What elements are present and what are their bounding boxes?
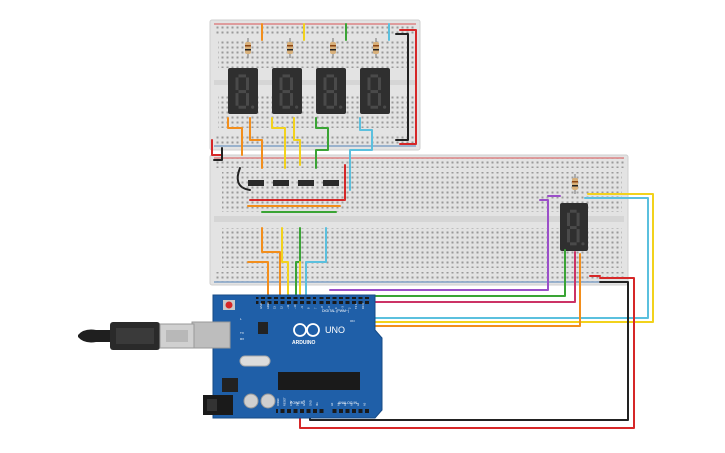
pin-label: A2 bbox=[343, 402, 347, 406]
seven-segment-display-5[interactable] bbox=[560, 203, 588, 251]
segment bbox=[290, 77, 293, 91]
segment bbox=[576, 212, 580, 227]
segment bbox=[370, 105, 378, 109]
led-tx-label: TX bbox=[240, 331, 244, 335]
pin-label: IOREF bbox=[276, 398, 280, 406]
pin-label: A5 bbox=[363, 402, 367, 406]
segment bbox=[570, 242, 577, 246]
seven-segment-display-3[interactable] bbox=[316, 68, 346, 114]
arduino-brand: ARDUINO bbox=[292, 340, 315, 346]
segment bbox=[238, 90, 246, 94]
segment bbox=[282, 90, 290, 94]
pin-label: A0 bbox=[330, 402, 334, 406]
segment bbox=[246, 77, 249, 91]
decimal-point bbox=[383, 105, 387, 109]
segment bbox=[334, 77, 337, 91]
pin-label: A4 bbox=[356, 402, 360, 406]
segment bbox=[567, 212, 570, 227]
pin-label: GND bbox=[302, 400, 306, 406]
segment bbox=[326, 105, 334, 109]
segment bbox=[370, 90, 378, 94]
segment bbox=[326, 74, 334, 78]
segment bbox=[367, 77, 371, 91]
segment bbox=[238, 105, 246, 109]
pin-label: Vin bbox=[315, 402, 319, 406]
power-header-label: POWER bbox=[290, 401, 304, 405]
pin-label: 7 bbox=[313, 307, 317, 309]
pin-label: RESET bbox=[283, 397, 287, 406]
segment bbox=[246, 93, 249, 106]
resistor-1[interactable] bbox=[245, 38, 251, 58]
pin-label: A3 bbox=[350, 402, 354, 406]
decimal-point bbox=[339, 105, 343, 109]
segment bbox=[576, 229, 580, 243]
segment bbox=[378, 93, 381, 106]
segment bbox=[238, 74, 246, 78]
pin-label: ~3 bbox=[341, 305, 345, 309]
arduino-logo-icon bbox=[293, 323, 320, 337]
pin-label: 3.3V bbox=[289, 400, 293, 406]
pin-label: AREF bbox=[266, 302, 270, 309]
transistor-row bbox=[248, 180, 339, 186]
seven-segment-display-2[interactable] bbox=[272, 68, 302, 114]
pin-label: RX 0 bbox=[361, 303, 365, 309]
pin-label: ~5 bbox=[327, 305, 331, 309]
pin-label: 2 bbox=[347, 307, 351, 309]
decimal-point bbox=[581, 242, 585, 246]
pin-label: ~11 bbox=[286, 304, 290, 309]
segment bbox=[235, 93, 239, 106]
resistor-2[interactable] bbox=[287, 38, 293, 58]
pin-label: ~10 bbox=[293, 304, 297, 309]
segment bbox=[370, 74, 378, 78]
pin-label: 12 bbox=[279, 306, 283, 309]
resistor-4[interactable] bbox=[373, 38, 379, 58]
resistor-5[interactable] bbox=[572, 174, 578, 194]
segment bbox=[570, 209, 577, 213]
segment bbox=[282, 105, 290, 109]
pin-label: GND bbox=[259, 303, 263, 309]
led-on-label: ON bbox=[350, 319, 355, 323]
pin-label: 8 bbox=[307, 307, 311, 309]
segment bbox=[290, 93, 293, 106]
segment bbox=[334, 93, 337, 106]
pin-label: GND bbox=[309, 400, 313, 406]
breadboard-main bbox=[209, 154, 629, 286]
pin-label: A1 bbox=[337, 402, 341, 406]
segment bbox=[323, 93, 327, 106]
pin-label: ~9 bbox=[300, 305, 304, 309]
segment bbox=[378, 77, 381, 91]
segment bbox=[326, 90, 334, 94]
segment bbox=[570, 226, 577, 230]
pin-label: ~6 bbox=[320, 305, 324, 309]
pin-label: 5V bbox=[296, 403, 300, 406]
segment bbox=[323, 77, 327, 91]
usb-cable-icon bbox=[78, 322, 195, 350]
seven-segment-display-4[interactable] bbox=[360, 68, 390, 114]
arduino-uno[interactable]: ARDUINO UNO DIGITAL (PWM~) POWER ANALOG … bbox=[191, 294, 383, 419]
segment bbox=[282, 74, 290, 78]
segment bbox=[367, 93, 371, 106]
arduino-model: UNO bbox=[325, 325, 345, 335]
digital-header-label: DIGITAL (PWM~) bbox=[322, 309, 349, 313]
led-l-label: L bbox=[240, 317, 242, 321]
led-rx-label: RX bbox=[240, 337, 244, 341]
analog-header-label: ANALOG IN bbox=[338, 401, 358, 405]
power-jack-icon bbox=[203, 395, 233, 415]
segment bbox=[567, 229, 570, 243]
pin-label: 13 bbox=[273, 306, 277, 309]
resistor-3[interactable] bbox=[330, 38, 336, 58]
decimal-point bbox=[295, 105, 299, 109]
segment bbox=[279, 77, 283, 91]
segment bbox=[235, 77, 239, 91]
seven-segment-display-1[interactable] bbox=[228, 68, 258, 114]
pin-label: TX 1 bbox=[354, 303, 358, 309]
segment bbox=[279, 93, 283, 106]
pin-label: 4 bbox=[334, 307, 338, 309]
decimal-point bbox=[251, 105, 255, 109]
